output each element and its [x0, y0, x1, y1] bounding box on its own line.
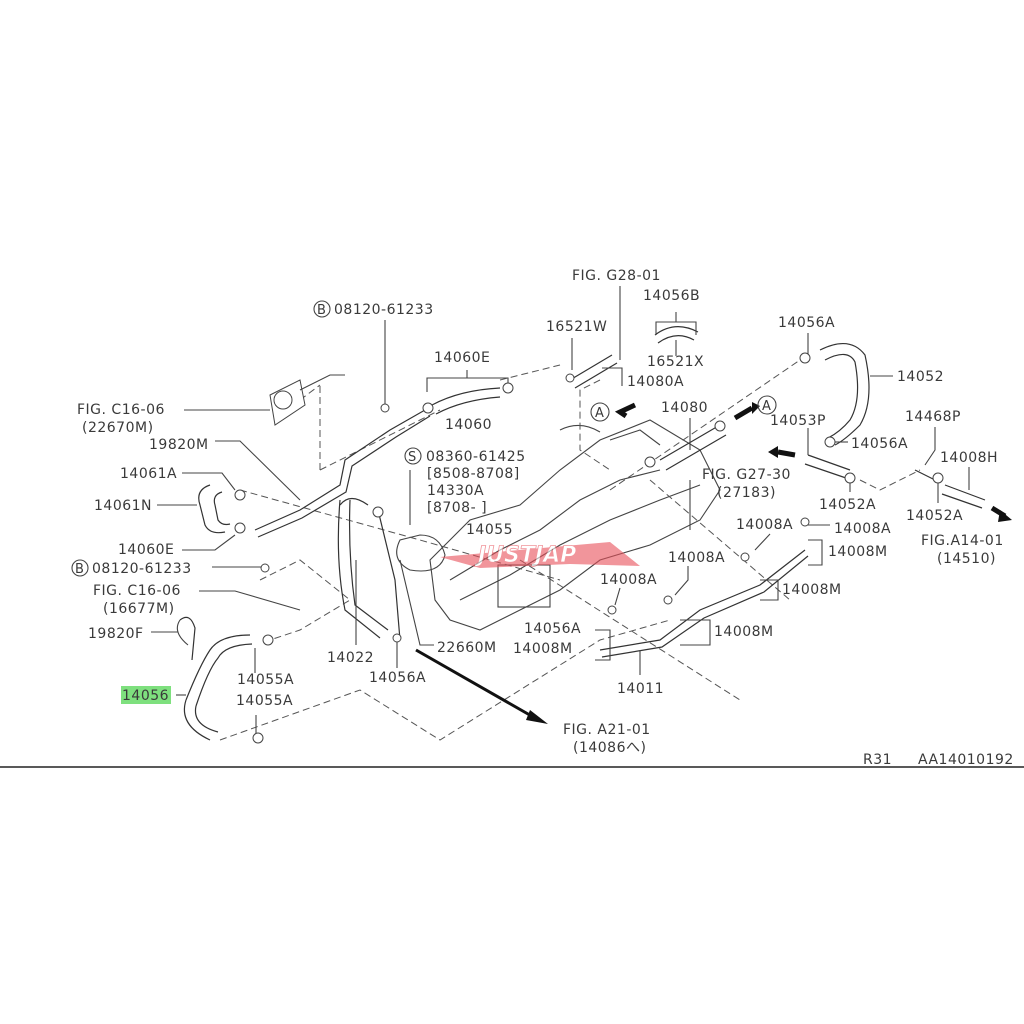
label-fig-g27-30-sub: (27183) [717, 485, 776, 501]
label-14061N[interactable]: 14061N [94, 498, 152, 514]
label-fig-c16-06-a-sub: (22670M) [82, 420, 154, 436]
dashed-leader-lines [219, 359, 921, 741]
a-marker-left: A [595, 406, 604, 421]
label-14056-highlighted[interactable]: 14056 [122, 688, 169, 704]
s-marker: S [408, 450, 417, 465]
label-19820F[interactable]: 19820F [88, 626, 144, 642]
label-14008A-2[interactable]: 14008A [834, 521, 891, 537]
label-14330A-range: [8708- ] [427, 500, 487, 516]
watermark-logo: JUSTJAP [440, 542, 640, 568]
footer-model: R31 [863, 752, 892, 768]
label-14055[interactable]: 14055 [466, 522, 513, 538]
label-fig-a21-01[interactable]: FIG. A21-01 [563, 722, 651, 738]
label-14008A-4[interactable]: 14008A [600, 572, 657, 588]
label-16521W[interactable]: 16521W [546, 319, 607, 335]
label-14052A-2[interactable]: 14052A [906, 508, 963, 524]
footer-code: AA14010192 [918, 752, 1014, 768]
part-labels: 08120-61233 14060E 14060 FIG. C16-06 (22… [77, 268, 1004, 756]
label-b-bolt-bottom[interactable]: 08120-61233 [92, 561, 192, 577]
label-14060E-left[interactable]: 14060E [118, 542, 174, 558]
label-fig-a14-01[interactable]: FIG.A14-01 [921, 533, 1004, 549]
label-19820M[interactable]: 19820M [149, 437, 209, 453]
label-14052[interactable]: 14052 [897, 369, 944, 385]
label-14060E-top[interactable]: 14060E [434, 350, 490, 366]
label-14080[interactable]: 14080 [661, 400, 708, 416]
label-14330A[interactable]: 14330A [427, 483, 484, 499]
label-22660M[interactable]: 22660M [437, 640, 497, 656]
b-marker-bottom: B [75, 562, 84, 577]
label-14008A-1[interactable]: 14008A [736, 517, 793, 533]
label-14008M-2[interactable]: 14008M [782, 582, 842, 598]
label-s-bolt-range: [8508-8708] [427, 466, 520, 482]
label-fig-c16-06-b-sub: (16677M) [103, 601, 175, 617]
label-14061A[interactable]: 14061A [120, 466, 177, 482]
label-s-bolt[interactable]: 08360-61425 [426, 449, 526, 465]
b-marker-top: B [317, 303, 326, 318]
label-14053P[interactable]: 14053P [770, 413, 826, 429]
label-fig-g28-01[interactable]: FIG. G28-01 [572, 268, 661, 284]
label-b-bolt-top[interactable]: 08120-61233 [334, 302, 434, 318]
label-fig-c16-06-b[interactable]: FIG. C16-06 [93, 583, 181, 599]
marker-circles: B B S A A [71, 300, 777, 577]
label-14022[interactable]: 14022 [327, 650, 374, 666]
label-fig-c16-06-a[interactable]: FIG. C16-06 [77, 402, 165, 418]
label-14008A-3[interactable]: 14008A [668, 550, 725, 566]
label-14060[interactable]: 14060 [445, 417, 492, 433]
label-fig-a14-01-sub: (14510) [937, 551, 996, 567]
label-14080A[interactable]: 14080A [627, 374, 684, 390]
label-14008M-1[interactable]: 14008M [828, 544, 888, 560]
label-14056B[interactable]: 14056B [643, 288, 700, 304]
a-marker-right: A [762, 399, 771, 414]
label-14056A-top[interactable]: 14056A [778, 315, 835, 331]
direction-arrows [415, 402, 1012, 724]
highlight-box [121, 686, 171, 704]
watermark-text: JUSTJAP [474, 543, 576, 568]
label-14056A-right[interactable]: 14056A [851, 436, 908, 452]
label-14008M-3[interactable]: 14008M [714, 624, 774, 640]
label-14468P[interactable]: 14468P [905, 409, 961, 425]
hoses-and-pipes [176, 326, 986, 741]
label-14052A-1[interactable]: 14052A [819, 497, 876, 513]
label-14008H[interactable]: 14008H [940, 450, 998, 466]
label-14055A-1[interactable]: 14055A [237, 672, 294, 688]
label-14056A-engine[interactable]: 14056A [524, 621, 581, 637]
label-14011[interactable]: 14011 [617, 681, 664, 697]
label-16521X[interactable]: 16521X [647, 354, 704, 370]
label-fig-g27-30[interactable]: FIG. G27-30 [702, 467, 791, 483]
label-14008M-left[interactable]: 14008M [513, 641, 573, 657]
label-14055A-2[interactable]: 14055A [236, 693, 293, 709]
label-14056A-bottom[interactable]: 14056A [369, 670, 426, 686]
label-fig-a21-01-sub: (14086へ) [573, 740, 646, 756]
clamps-and-bolts [234, 352, 944, 744]
